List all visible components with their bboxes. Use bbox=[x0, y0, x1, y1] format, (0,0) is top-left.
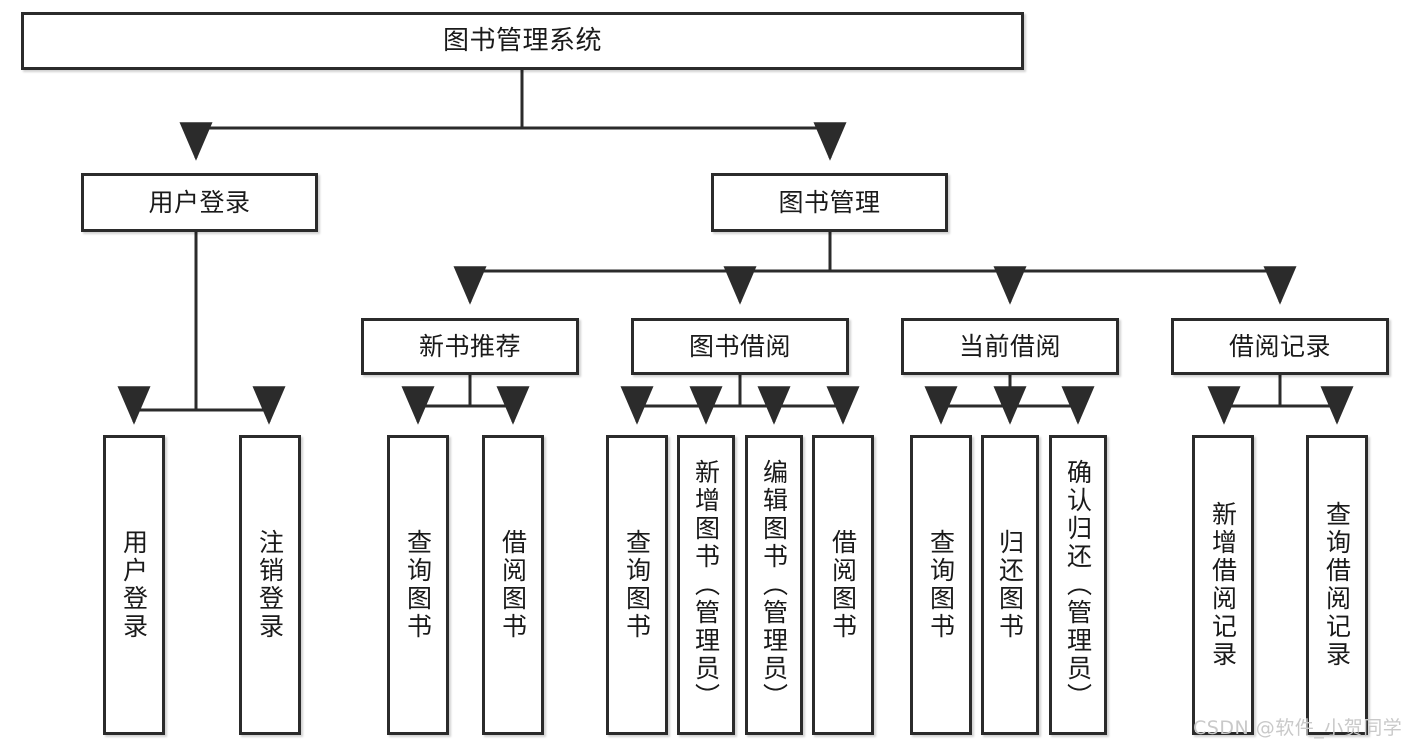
node-new-book-rec-label: 新书推荐 bbox=[418, 331, 521, 361]
leaf-query-book-2[interactable]: 查询图书 bbox=[606, 435, 668, 735]
leaf-query-book-1[interactable]: 查询图书 bbox=[387, 435, 449, 735]
node-borrow-record[interactable]: 借阅记录 bbox=[1171, 318, 1389, 375]
leaf-add-borrow-record-label: 新增借阅记录 bbox=[1208, 501, 1238, 669]
leaf-query-book-3-label: 查询图书 bbox=[926, 529, 956, 641]
leaf-query-borrow-record-label: 查询借阅记录 bbox=[1322, 501, 1352, 669]
node-borrow-record-label: 借阅记录 bbox=[1228, 331, 1331, 361]
node-book-borrow[interactable]: 图书借阅 bbox=[631, 318, 849, 375]
leaf-borrow-book-1-label: 借阅图书 bbox=[498, 529, 528, 641]
leaf-add-book-admin-label: 新增图书（管理员） bbox=[691, 459, 721, 711]
csdn-watermark: CSDN @软件_小贺同学 bbox=[1193, 717, 1403, 739]
leaf-user-login[interactable]: 用户登录 bbox=[103, 435, 165, 735]
leaf-confirm-return-admin-label: 确认归还（管理员） bbox=[1063, 459, 1093, 711]
leaf-add-book-admin[interactable]: 新增图书（管理员） bbox=[677, 435, 735, 735]
node-root[interactable]: 图书管理系统 bbox=[21, 12, 1024, 70]
node-user-login-label: 用户登录 bbox=[148, 187, 251, 217]
node-user-login[interactable]: 用户登录 bbox=[81, 173, 318, 232]
leaf-query-book-3[interactable]: 查询图书 bbox=[910, 435, 972, 735]
node-current-borrow[interactable]: 当前借阅 bbox=[901, 318, 1119, 375]
leaf-query-book-2-label: 查询图书 bbox=[622, 529, 652, 641]
leaf-return-book[interactable]: 归还图书 bbox=[981, 435, 1039, 735]
leaf-borrow-book-2[interactable]: 借阅图书 bbox=[812, 435, 874, 735]
node-book-manage[interactable]: 图书管理 bbox=[711, 173, 948, 232]
node-book-manage-label: 图书管理 bbox=[778, 187, 881, 217]
leaf-edit-book-admin[interactable]: 编辑图书（管理员） bbox=[745, 435, 803, 735]
leaf-logout-login-label: 注销登录 bbox=[255, 529, 285, 641]
leaf-edit-book-admin-label: 编辑图书（管理员） bbox=[759, 459, 789, 711]
leaf-query-book-1-label: 查询图书 bbox=[403, 529, 433, 641]
leaf-return-book-label: 归还图书 bbox=[995, 529, 1025, 641]
leaf-query-borrow-record[interactable]: 查询借阅记录 bbox=[1306, 435, 1368, 735]
leaf-logout-login[interactable]: 注销登录 bbox=[239, 435, 301, 735]
leaf-add-borrow-record[interactable]: 新增借阅记录 bbox=[1192, 435, 1254, 735]
node-book-borrow-label: 图书借阅 bbox=[688, 331, 791, 361]
leaf-confirm-return-admin[interactable]: 确认归还（管理员） bbox=[1049, 435, 1107, 735]
leaf-user-login-label: 用户登录 bbox=[119, 529, 149, 641]
leaf-borrow-book-1[interactable]: 借阅图书 bbox=[482, 435, 544, 735]
node-current-borrow-label: 当前借阅 bbox=[958, 331, 1061, 361]
leaf-borrow-book-2-label: 借阅图书 bbox=[828, 529, 858, 641]
node-root-label: 图书管理系统 bbox=[442, 25, 602, 56]
node-new-book-rec[interactable]: 新书推荐 bbox=[361, 318, 579, 375]
